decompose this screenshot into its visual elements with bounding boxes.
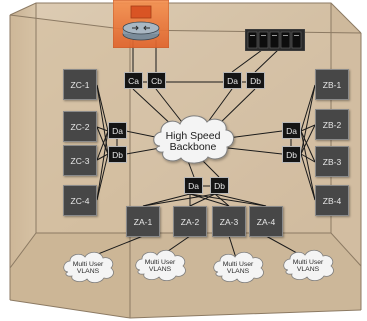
vlan-label-1-line2: VLANS	[76, 268, 100, 276]
router-icon	[113, 0, 169, 48]
vlan-cloud-1	[63, 251, 114, 284]
zone-zc-1: ZC-1	[63, 69, 97, 100]
vlan-clouds	[63, 249, 334, 284]
connection-lines	[87, 40, 316, 259]
zone-zb-2: ZB-2	[315, 109, 349, 140]
room-front-right	[130, 30, 361, 318]
vlan-label-3: Multi User VLANS	[211, 261, 265, 275]
zone-zb-3: ZB-3	[315, 146, 349, 177]
zone-za-2: ZA-2	[173, 206, 207, 237]
vlan-label-4: Multi User VLANS	[281, 259, 335, 273]
vlan-cloud-3	[213, 251, 264, 284]
switch-bottom-da: Da	[184, 177, 203, 194]
vlan-label-3-line1: Multi User	[222, 261, 254, 268]
zone-zb-1: ZB-1	[315, 69, 349, 100]
vlan-label-2-line2: VLANS	[148, 266, 172, 274]
switch-top-cb: Cb	[147, 72, 166, 89]
backbone-label: High Speed Backbone	[158, 130, 228, 154]
vlan-cloud-4	[283, 249, 334, 282]
vlan-cloud-2	[135, 249, 186, 282]
zone-za-1: ZA-1	[126, 206, 160, 237]
backbone-label-line2: Backbone	[169, 141, 217, 154]
switch-right-db: Db	[282, 146, 301, 163]
switch-bottom-db: Db	[210, 177, 229, 194]
switch-top-ca: Ca	[124, 72, 143, 89]
switch-top-db: Db	[246, 72, 265, 89]
switch-left-db: Db	[108, 146, 127, 163]
vlan-label-3-line2: VLANS	[226, 268, 250, 276]
zone-zc-3: ZC-3	[63, 145, 97, 176]
backbone-label-line1: High Speed	[165, 130, 221, 142]
server-rack-icon	[245, 29, 305, 51]
switch-top-da: Da	[223, 72, 242, 89]
zone-zc-4: ZC-4	[63, 185, 97, 216]
switch-left-da: Da	[108, 122, 127, 139]
zone-zb-4: ZB-4	[315, 185, 349, 216]
vlan-label-1: Multi User VLANS	[61, 261, 115, 275]
vlan-label-2: Multi User VLANS	[133, 259, 187, 273]
zone-zc-2: ZC-2	[63, 111, 97, 142]
vlan-label-4-line2: VLANS	[296, 266, 320, 274]
vlan-label-4-line1: Multi User	[292, 259, 324, 266]
switch-right-da: Da	[282, 122, 301, 139]
vlan-label-1-line1: Multi User	[72, 261, 104, 268]
backbone-cloud	[153, 115, 235, 164]
zone-za-4: ZA-4	[249, 206, 283, 237]
vlan-label-2-line1: Multi User	[144, 259, 176, 266]
zone-za-3: ZA-3	[212, 206, 246, 237]
